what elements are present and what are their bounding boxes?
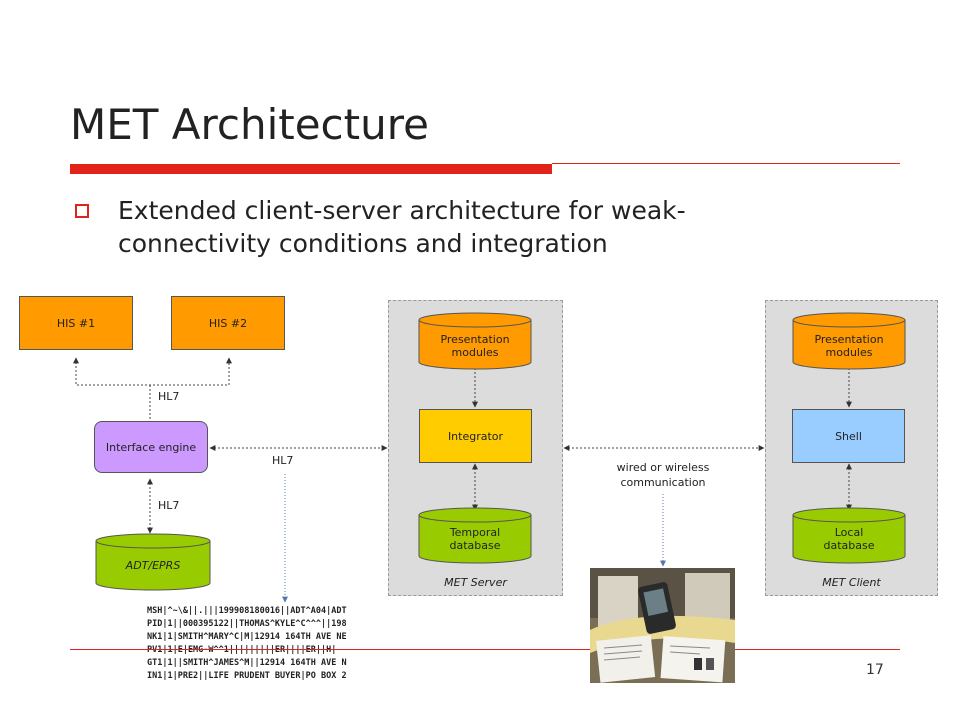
hl7-line: PID|1||000395122||THOMAS^KYLE^C^^^||198 [147,619,347,629]
handheld-photo [590,568,735,683]
hl7-line: IN1|1|PRE2||LIFE PRUDENT BUYER|PO BOX 2 [147,671,347,681]
page-number: 17 [866,662,884,678]
title-rule [552,163,900,164]
hl7-message-excerpt: MSH|^~\&||.|||199908180016||ADT^A04|ADT … [147,605,410,685]
title-underline [70,164,552,174]
hl7-line: PV1|1|E|EMG-W^^1|||||||||ER||||ER||H| [147,645,337,655]
local-database: Local database [823,526,875,552]
his-2-box: HIS #2 [171,296,285,350]
slide-title: MET Architecture [70,100,429,149]
adt-eprs-label: ADT/EPRS [125,558,181,572]
hl7-top-label: HL7 [158,390,180,403]
his-1-box: HIS #1 [19,296,133,350]
hl7-line: GT1|1||SMITH^JAMES^M||12914 164TH AVE N [147,658,347,668]
hl7-middle-label: HL7 [272,454,294,467]
hl7-line: MSH|^~\&||.|||199908180016||ADT^A04|ADT [147,606,347,616]
server-presentation-modules: Presentation modules [440,333,510,359]
client-presentation-modules: Presentation modules [814,333,884,359]
temporal-database: Temporal database [449,526,501,552]
hl7-bottom-label: HL7 [158,499,180,512]
bullet-text: Extended client-server architecture for … [118,196,686,258]
wired-wireless-label: wired or wireless communication [616,461,710,489]
hl7-line: NK1|1|SMITH^MARY^C|M|12914 164TH AVE NE [147,632,347,642]
met-client-label: MET Client [822,576,881,589]
shell-box: Shell [792,409,905,463]
integrator-box: Integrator [419,409,532,463]
interface-engine-box: Interface engine [94,421,208,473]
footer-rule [70,649,900,650]
bullet-icon [75,204,89,218]
met-server-label: MET Server [444,576,507,589]
